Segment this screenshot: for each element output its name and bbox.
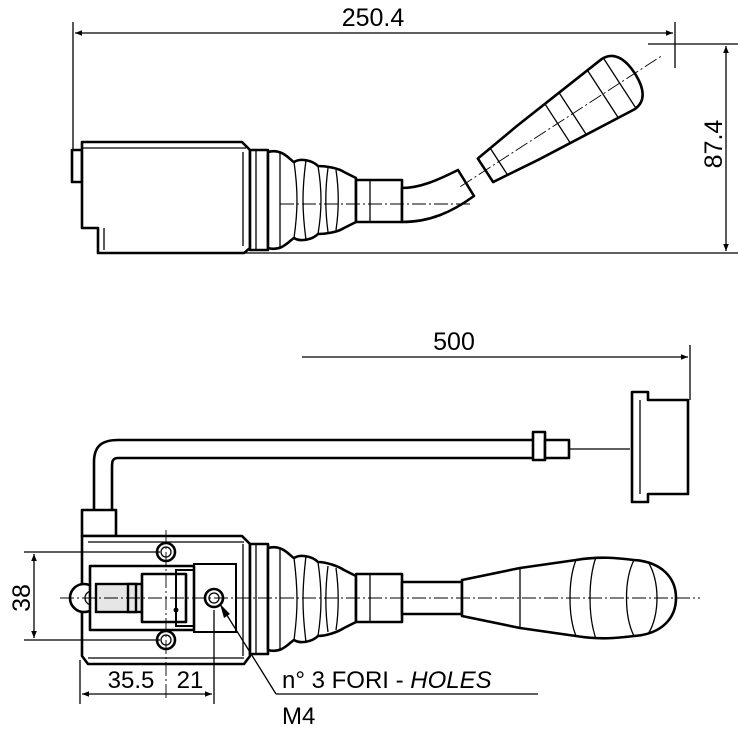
plan-bellows: [266, 545, 358, 653]
lever-rod: [400, 168, 476, 224]
dimension-cable-length: 500: [433, 328, 475, 356]
switch-housing: [80, 140, 252, 255]
leader-line: [219, 603, 277, 695]
dimension-body-width: 38: [8, 584, 36, 612]
cable-entry: [80, 508, 118, 538]
holes-callout-prefix: n° 3 FORI -: [282, 667, 410, 694]
side-view: 250.4 87.4: [70, 4, 738, 255]
cable-clip: [531, 430, 547, 462]
plan-view: 500: [8, 328, 700, 730]
shaft-collar: [354, 178, 404, 224]
mounting-tab: [70, 148, 84, 184]
dimension-height: 87.4: [700, 120, 728, 169]
dimension-hole-spacing-b: 21: [177, 667, 204, 694]
thread-callout: M4: [282, 703, 315, 730]
plan-collar: [248, 542, 270, 656]
connector: [630, 390, 690, 504]
housing-collar: [248, 148, 270, 252]
lever-handle: [460, 54, 662, 188]
cable: [92, 438, 536, 514]
holes-callout-italic: HOLES: [410, 667, 491, 694]
holes-callout: n° 3 FORI - HOLES: [282, 667, 492, 694]
rubber-bellows: [266, 149, 358, 251]
dimension-hole-spacing-a: 35.5: [108, 667, 155, 694]
dimension-overall-length: 250.4: [342, 4, 405, 32]
